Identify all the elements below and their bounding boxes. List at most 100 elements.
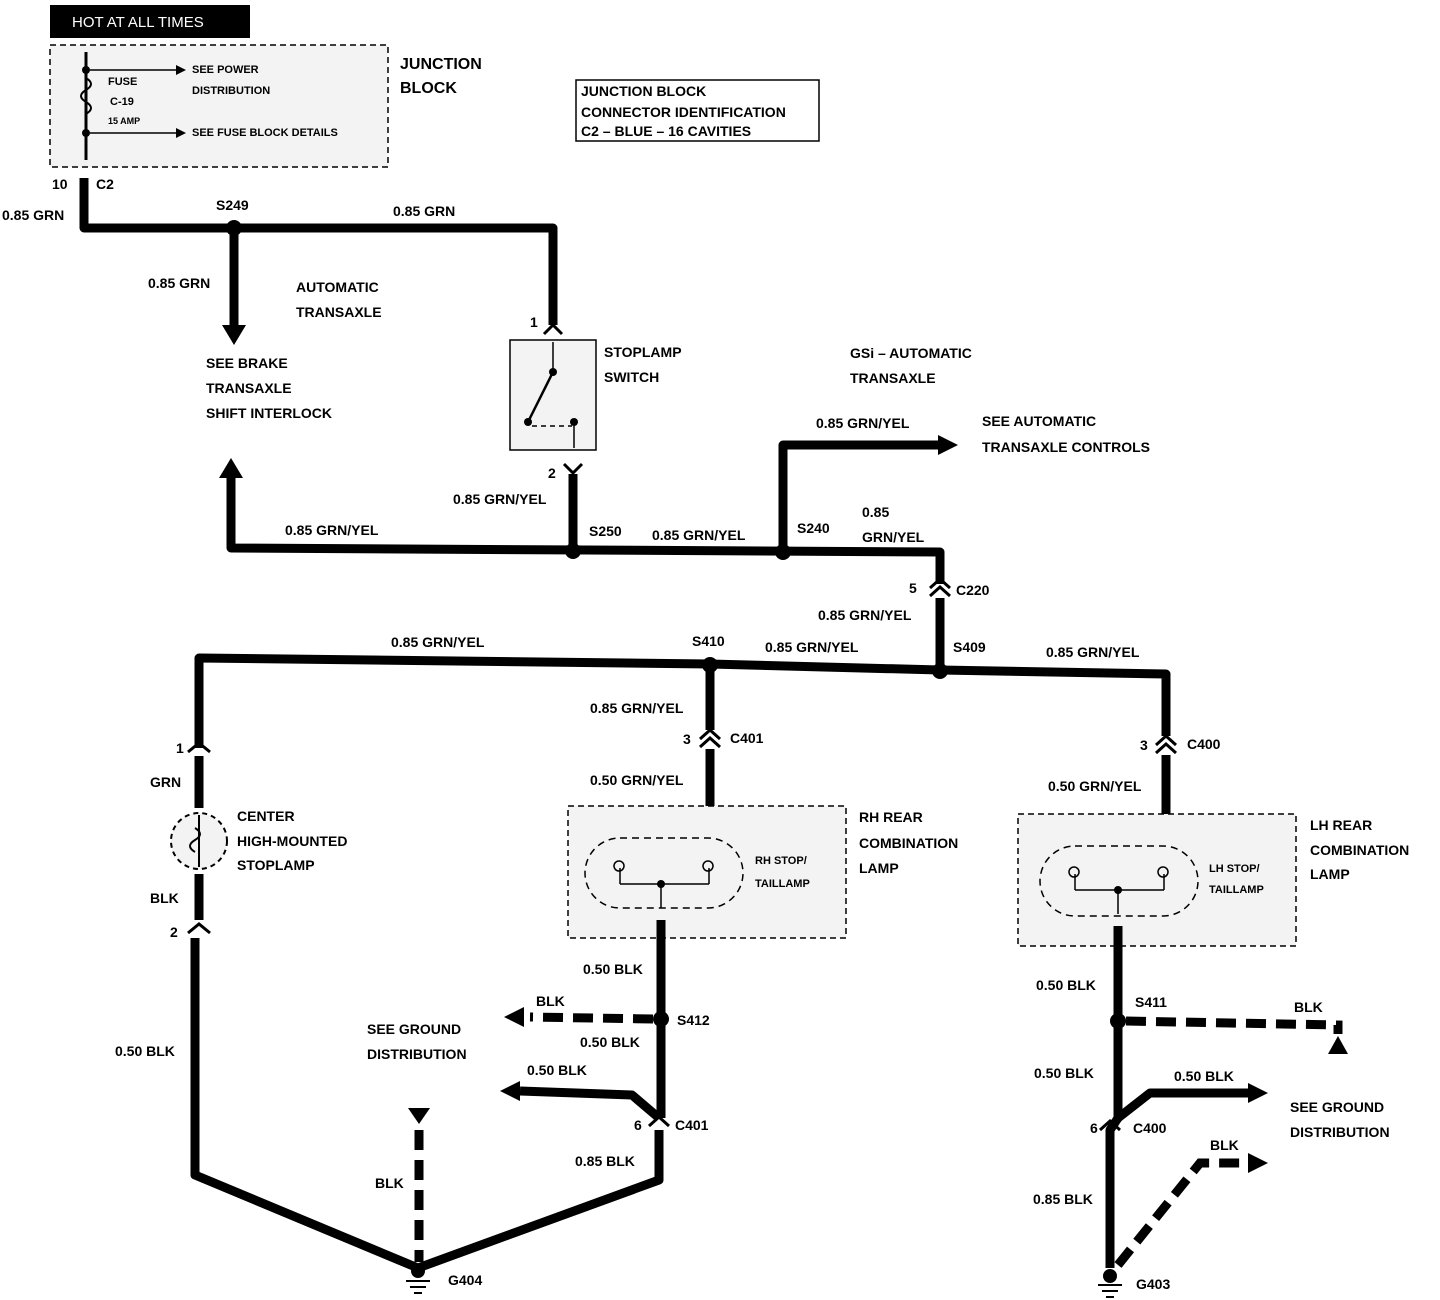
rh-bulb-label-1: RH STOP/ [755, 855, 807, 867]
splice-s411 [1110, 1013, 1126, 1029]
lh-lamp-box [1017, 813, 1297, 947]
banner-text: HOT AT ALL TIMES [72, 14, 204, 31]
c400-bot-label: C400 [1133, 1120, 1167, 1136]
arrow-up-brake-interlock [219, 458, 243, 478]
lh-bulb-1-icon [1068, 866, 1080, 878]
arrow-s411-ground [1328, 1036, 1348, 1054]
s411-label: S411 [1135, 994, 1167, 1010]
c401-top-label: C401 [730, 730, 764, 746]
splice-s412 [653, 1011, 669, 1027]
s409-label: S409 [953, 639, 986, 655]
s410-label: S410 [692, 633, 725, 649]
wire-lh-ground [1105, 926, 1123, 1268]
see-ground-2: DISTRIBUTION [367, 1046, 467, 1062]
wire-label-085-blk-lh: 0.85 BLK [1033, 1191, 1093, 1207]
wire-label-085-grn-2: 0.85 GRN [393, 203, 455, 219]
junction-block-outline [49, 44, 389, 168]
gsi-2: TRANSAXLE [850, 370, 936, 386]
auto-transaxle-1: AUTOMATIC [296, 279, 379, 295]
wire-label-c220-s409: 0.85 GRN/YEL [818, 607, 912, 623]
see-atc-2: TRANSAXLE CONTROLS [982, 439, 1150, 455]
stoplamp-switch-label-1: STOPLAMP [604, 344, 682, 360]
s240-label: S240 [797, 520, 830, 536]
hot-at-all-times-banner [50, 5, 250, 38]
jb-connector: C2 [96, 176, 114, 192]
wire-label-s410-s409: 0.85 GRN/YEL [765, 639, 859, 655]
c400-bot-pin: 6 [1090, 1120, 1098, 1136]
chmsl-pin-1: 1 [176, 740, 184, 756]
g403-label: G403 [1136, 1276, 1170, 1292]
arrow-ground-g404 [408, 1108, 430, 1124]
wire-label-to-chmsl: 0.85 GRN/YEL [391, 634, 485, 650]
chmsl-wire-blk: BLK [150, 890, 179, 906]
fuse-rating: 15 AMP [108, 116, 140, 126]
wire-label-085-grn-3: 0.85 GRN [148, 275, 210, 291]
wire-label-blk-s412: BLK [536, 993, 565, 1009]
see-ground-lh-1: SEE GROUND [1290, 1099, 1384, 1115]
chmsl-pin-2: 2 [170, 924, 178, 940]
c220-label: C220 [956, 582, 990, 598]
wire-085-grn-top [79, 178, 558, 325]
jb-pin: 10 [52, 176, 68, 192]
see-fuse-block: SEE FUSE BLOCK DETAILS [192, 127, 338, 139]
ground-g403-icon [1103, 1269, 1117, 1283]
see-ground-lh-2: DISTRIBUTION [1290, 1124, 1390, 1140]
junction-block-title-2: BLOCK [400, 80, 457, 97]
chmsl-label-3: STOPLAMP [237, 857, 315, 873]
wire-label-050-grnyel-lh: 0.50 GRN/YEL [1048, 778, 1142, 794]
brake-interlock-3: SHIFT INTERLOCK [206, 405, 332, 421]
chmsl-bulb-icon [189, 827, 201, 853]
c401-top-pin: 3 [683, 731, 691, 747]
chmsl-label-2: HIGH-MOUNTED [237, 833, 347, 849]
stoplamp-switch-label-2: SWITCH [604, 369, 659, 385]
brake-interlock-1: SEE BRAKE [206, 355, 288, 371]
wire-label-blk-g404: BLK [375, 1175, 404, 1191]
rh-lamp-label-3: LAMP [859, 860, 899, 876]
c400-top-pin: 3 [1140, 737, 1148, 753]
lh-lamp-label-1: LH REAR [1310, 817, 1372, 833]
wire-label-085: 0.85 [862, 504, 889, 520]
splice-s409 [932, 663, 948, 679]
rh-lamp-label-1: RH REAR [859, 809, 923, 825]
c401-bot-pin: 6 [634, 1117, 642, 1133]
wire-label-switch-out: 0.85 GRN/YEL [453, 491, 547, 507]
wire-label-s410-c401: 0.85 GRN/YEL [590, 700, 684, 716]
arrow-s412-ground [504, 1007, 524, 1027]
lh-lamp-label-2: COMBINATION [1310, 842, 1409, 858]
junction-block-title-1: JUNCTION [400, 56, 482, 73]
wire-label-s250-s240: 0.85 GRN/YEL [652, 527, 746, 543]
wire-ground-g404 [190, 938, 664, 1273]
lh-bulb-label-2: TAILLAMP [1209, 884, 1264, 896]
wire-label-blk-s411: BLK [1294, 999, 1323, 1015]
s249-label: S249 [216, 197, 249, 213]
fuse-label: FUSE [108, 76, 137, 88]
see-atc-1: SEE AUTOMATIC [982, 413, 1096, 429]
chmsl-wire-050-blk: 0.50 BLK [115, 1043, 175, 1059]
rh-lamp-box [567, 805, 847, 939]
see-power-1: SEE POWER [192, 64, 259, 76]
wire-label-085-blk-rh: 0.85 BLK [575, 1153, 635, 1169]
ground-g404-icon [411, 1264, 425, 1278]
switch-pin-2: 2 [548, 465, 556, 481]
see-ground-1: SEE GROUND [367, 1021, 461, 1037]
wire-085-grnyel-bus [226, 475, 945, 584]
rh-lamp-assembly [584, 837, 744, 909]
arrow-to-atc [938, 435, 958, 455]
fuse-icon [80, 77, 92, 115]
c220-pin: 5 [909, 580, 917, 596]
switch-contact [526, 371, 555, 423]
rh-bulb-label-2: TAILLAMP [755, 878, 810, 890]
rh-bulb-2-icon [702, 860, 714, 872]
g404-label: G404 [448, 1272, 482, 1288]
connector-id-3: C2 – BLUE – 16 CAVITIES [581, 123, 751, 139]
gsi-1: GSi – AUTOMATIC [850, 345, 972, 361]
wire-label-050-grnyel-rh: 0.50 GRN/YEL [590, 772, 684, 788]
wire-label-050-blk-lh2: 0.50 BLK [1034, 1065, 1094, 1081]
connector-c220 [928, 576, 952, 598]
splice-s250 [565, 543, 581, 559]
auto-transaxle-2: TRANSAXLE [296, 304, 382, 320]
wire-label-050-blk-lh1: 0.50 BLK [1036, 977, 1096, 993]
chmsl-wire-grn: GRN [150, 774, 181, 790]
wire-label-s409-lh: 0.85 GRN/YEL [1046, 644, 1140, 660]
